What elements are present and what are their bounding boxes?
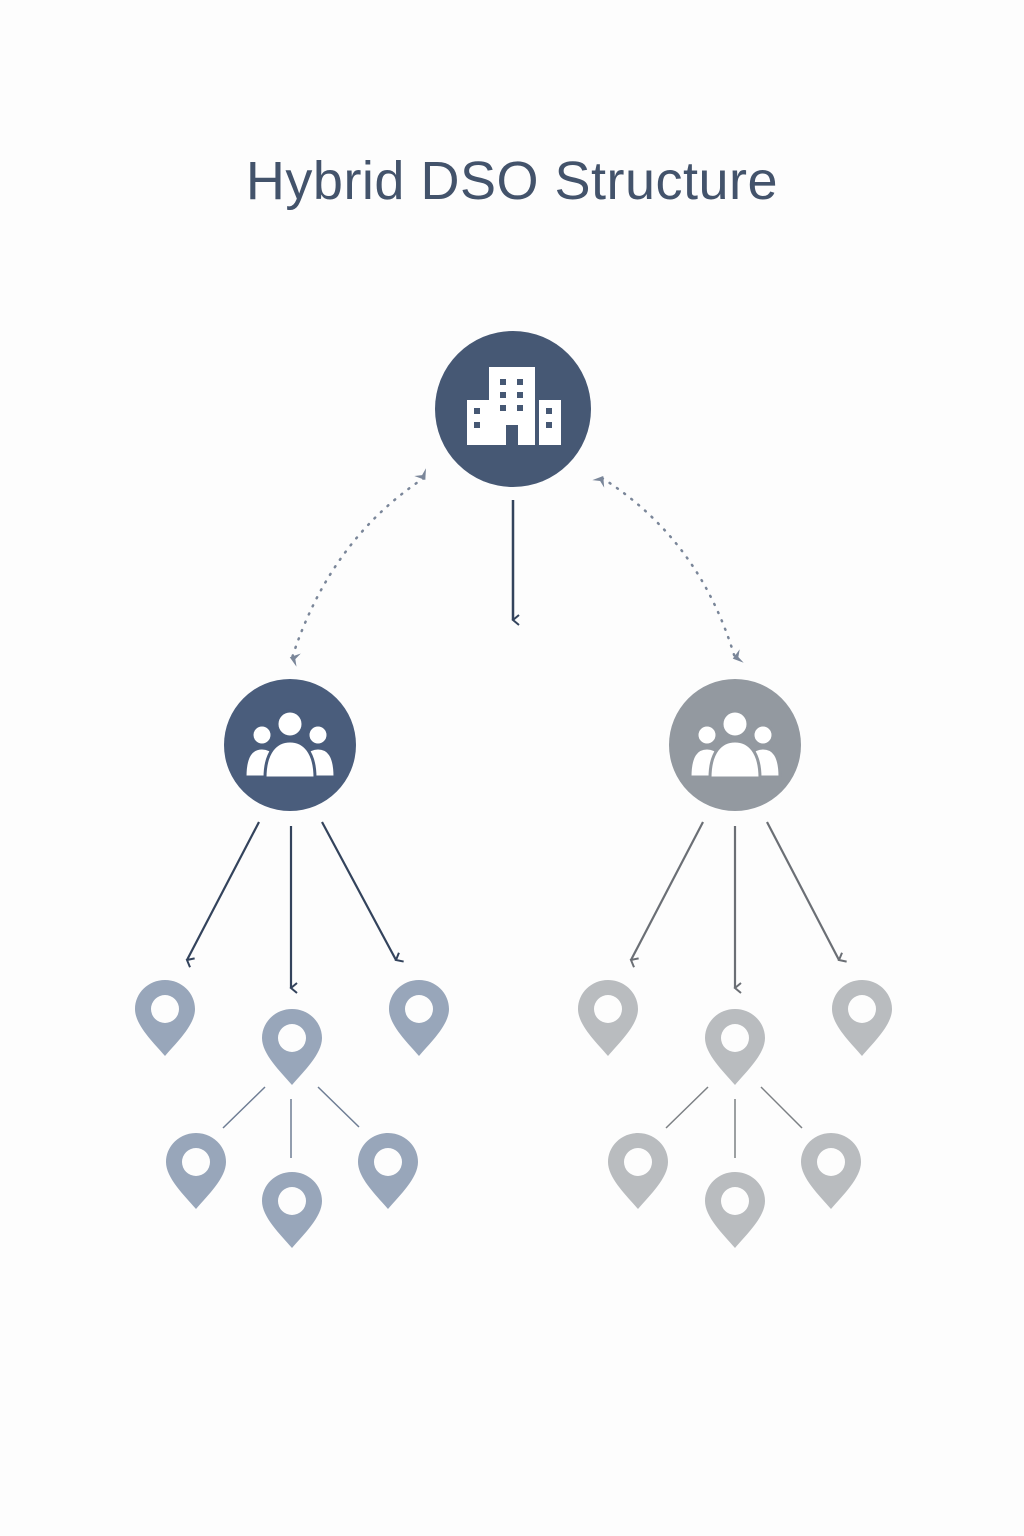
location-pin-icon bbox=[262, 1172, 322, 1248]
affiliated-locations bbox=[578, 980, 892, 1248]
location-pin-icon bbox=[358, 1133, 418, 1209]
location-pin-icon bbox=[801, 1133, 861, 1209]
location-pin-icon bbox=[262, 1009, 322, 1085]
affiliated-group-arrows bbox=[629, 821, 847, 994]
building-icon bbox=[467, 367, 561, 445]
location-pin-icon bbox=[705, 1009, 765, 1085]
owned-locations bbox=[135, 980, 449, 1248]
location-pin-icon bbox=[832, 980, 892, 1056]
diagram-title: Hybrid DSO Structure bbox=[245, 151, 779, 211]
hq-left-dotted-link bbox=[289, 468, 426, 667]
location-pin-icon bbox=[608, 1133, 668, 1209]
affiliated-group-node[interactable] bbox=[669, 679, 801, 811]
group-people-icon bbox=[688, 709, 782, 780]
owned-group-arrows bbox=[185, 821, 404, 994]
hq-right-dotted-link bbox=[592, 476, 744, 663]
location-pin-icon bbox=[166, 1133, 226, 1209]
group-people-icon bbox=[243, 709, 337, 780]
headquarters-node[interactable] bbox=[435, 331, 591, 487]
location-pin-icon bbox=[578, 980, 638, 1056]
location-pin-icon bbox=[705, 1172, 765, 1248]
location-pin-icon bbox=[389, 980, 449, 1056]
owned-group-node[interactable] bbox=[224, 679, 356, 811]
location-pin-icon bbox=[135, 980, 195, 1056]
